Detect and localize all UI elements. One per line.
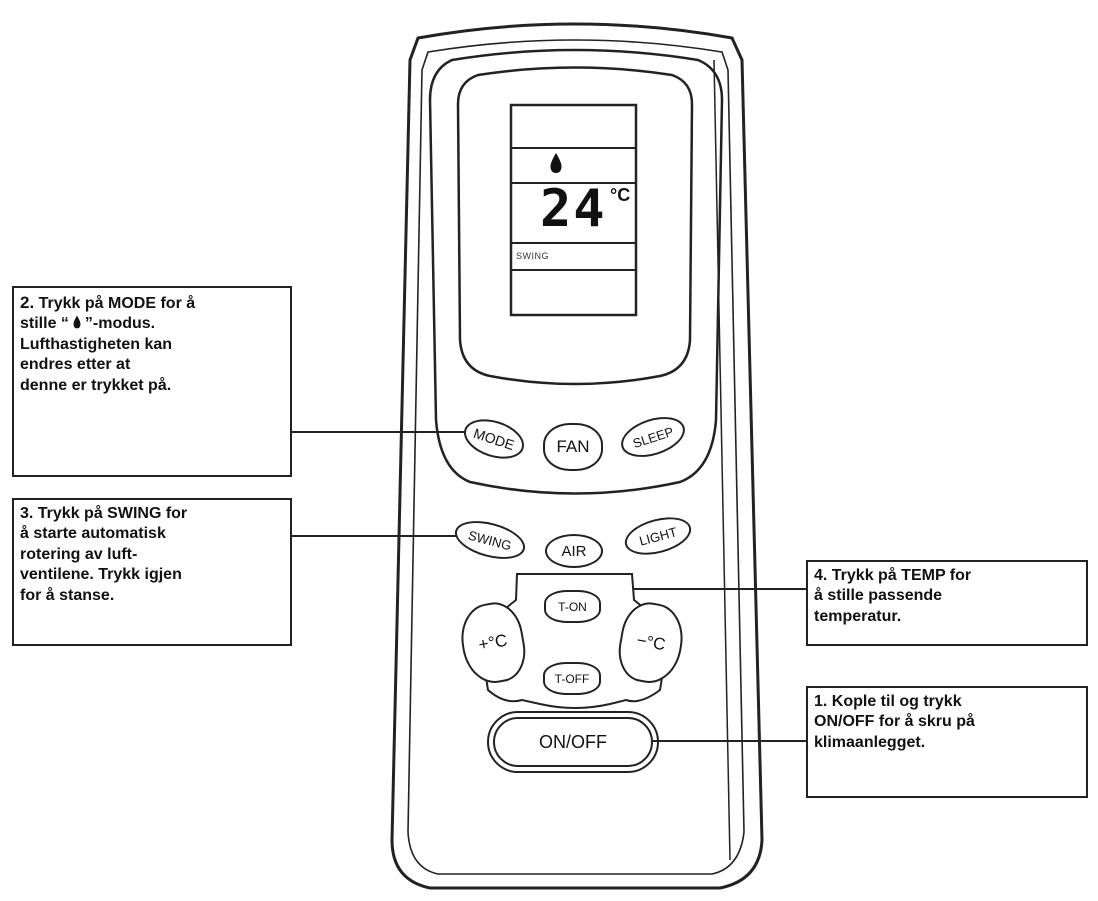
callout-step-2-rest: Lufthastigheten kan endres etter at denn… [20, 335, 173, 394]
callout-step-2-line2-post: ”-modus. [84, 315, 156, 333]
fan-button[interactable]: FAN [543, 423, 603, 471]
callout-step-2: 2. Trykk på MODE for å stille “”-modus. … [12, 286, 292, 477]
callout-step-2-line1: Trykk på MODE for å [38, 295, 196, 312]
display-bezel [456, 66, 694, 386]
callout-step-2-line2-pre: stille “ [20, 315, 69, 333]
lcd-screen [509, 103, 638, 317]
callout-step-1: 1. Kople til og trykk ON/OFF for å skru … [806, 686, 1088, 798]
lcd-swing-indicator: SWING [516, 251, 549, 261]
timer-off-button[interactable]: T-OFF [543, 662, 601, 695]
air-button[interactable]: AIR [545, 534, 603, 568]
callout-step-2-number: 2. [20, 293, 35, 312]
callout-step-3: 3. Trykk på SWING for å starte automatis… [12, 498, 292, 646]
water-drop-icon [550, 153, 562, 173]
remote-body-inner-edge [407, 39, 745, 875]
callout-step-4-text: 4. Trykk på TEMP for å stille passende t… [814, 567, 972, 625]
callout-step-3-text: 3. Trykk på SWING for å starte automatis… [20, 505, 188, 604]
power-button[interactable]: ON/OFF [487, 711, 659, 773]
callout-step-4: 4. Trykk på TEMP for å stille passende t… [806, 560, 1088, 646]
lcd-temperature: 24 [540, 179, 607, 239]
lcd-unit: °C [610, 185, 631, 205]
water-drop-icon [73, 316, 81, 329]
timer-on-button[interactable]: T-ON [544, 590, 601, 623]
callout-step-1-text: 1. Kople til og trykk ON/OFF for å skru … [814, 693, 975, 751]
